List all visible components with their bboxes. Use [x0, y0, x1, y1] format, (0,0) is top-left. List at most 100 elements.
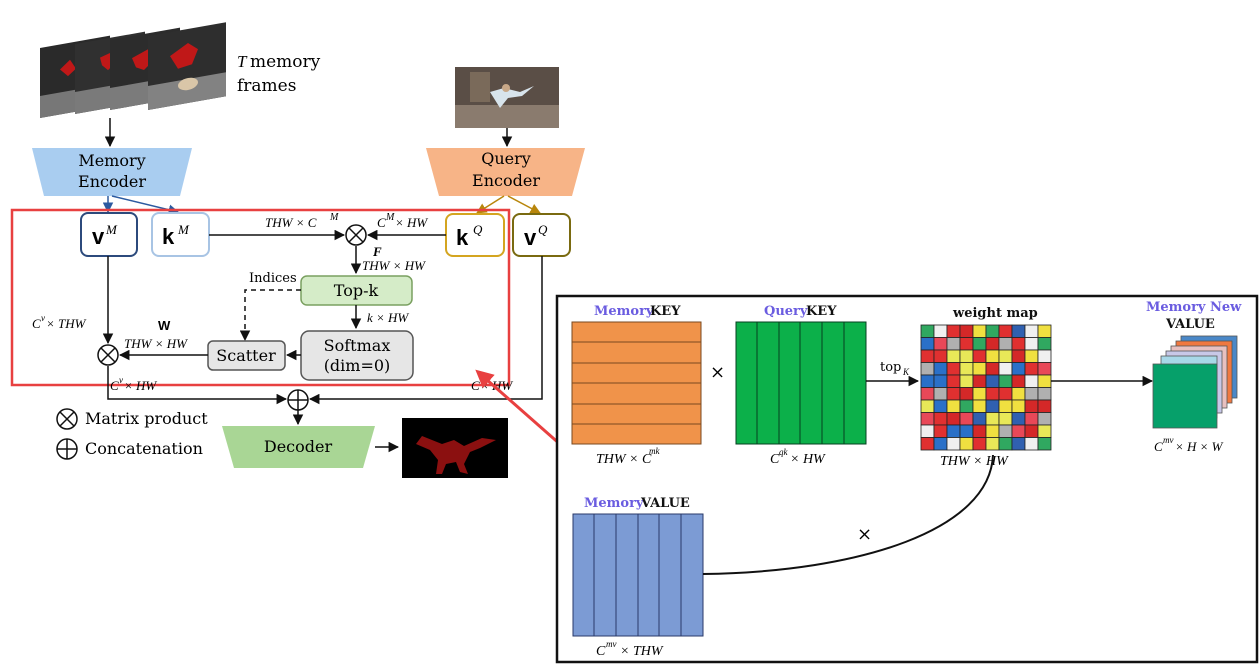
dim-cv-hw-right: C	[471, 378, 480, 393]
w-label: W	[158, 318, 171, 333]
topk-label: top	[880, 360, 901, 375]
weight-map-title: weight map	[952, 306, 1038, 321]
weight-map-cell	[946, 362, 961, 376]
weight-map-cell	[933, 412, 948, 426]
memory-frames-label-frames: frames	[237, 76, 296, 96]
legend-product-label: Matrix product	[85, 409, 208, 428]
dim-cv-thw: C	[32, 316, 41, 331]
dim-cmv-hxw-sup: mv	[1163, 435, 1174, 445]
dim-thw-hw-right: THW × HW	[940, 454, 1009, 469]
weight-map-cell	[998, 437, 1013, 451]
weight-map-cell	[972, 412, 987, 426]
weight-map-cell	[946, 349, 961, 363]
weight-map-cell	[1011, 374, 1026, 388]
weight-map-cell	[972, 374, 987, 388]
weight-map-cell	[972, 387, 987, 401]
dim-thw-cm: THW × C	[265, 215, 317, 230]
weight-map-cell	[1011, 349, 1026, 363]
memory-value-symbol: v	[92, 224, 105, 249]
weight-map-cell	[985, 437, 1000, 451]
dim-thw-cm-sup: M	[329, 212, 339, 223]
weight-map-cell	[946, 399, 961, 413]
decoder-label: Decoder	[264, 437, 333, 456]
dim-k-hw: k × HW	[367, 310, 409, 325]
dim-cm-hw: C	[377, 215, 386, 230]
weight-map-cell	[946, 324, 961, 338]
query-encoder-label-1: Query	[481, 149, 531, 168]
dim-cv-hw-left-sup: v	[119, 375, 123, 385]
dim-cmv-hxw: C	[1154, 439, 1163, 454]
dim-thw-cmk-sup: mk	[649, 446, 660, 456]
weight-map-cell	[1037, 437, 1052, 451]
query-frame-image	[455, 67, 559, 128]
dim-cmv-thw-sup: mv	[606, 639, 617, 649]
memory-key-tensor	[571, 321, 702, 445]
weight-map-cell	[1011, 412, 1026, 426]
memory-value-title-colored: Memory	[584, 496, 644, 511]
weight-map-cell	[998, 362, 1013, 376]
weight-map-cell	[1037, 337, 1052, 351]
weight-map-cell	[946, 412, 961, 426]
query-encoder	[426, 148, 585, 196]
dim-cmv-hxw-rest: × H × W	[1175, 439, 1224, 454]
memory-new-value-stack	[1152, 335, 1238, 429]
weight-map-cell	[1011, 437, 1026, 451]
weight-map-cell	[933, 387, 948, 401]
memory-encoder-label-2: Encoder	[78, 172, 146, 191]
weight-map-cell	[946, 374, 961, 388]
weight-map-cell	[985, 324, 1000, 338]
weight-map-cell	[920, 337, 935, 351]
memory-key-symbol: k	[162, 224, 175, 249]
memory-frames-label-memory: memory	[250, 52, 321, 72]
weight-map-cell	[920, 374, 935, 388]
dim-cm-hw-rest: × HW	[395, 215, 428, 230]
memory-value-box	[80, 212, 138, 257]
memory-encoder	[32, 148, 192, 196]
scatter-label: Scatter	[216, 346, 276, 365]
weight-map-cell	[1037, 324, 1052, 338]
weight-map-cell	[959, 374, 974, 388]
memory-key-title-black: KEY	[650, 304, 681, 319]
memory-key-sup: M	[177, 222, 190, 237]
dim-cv-thw-rest: × THW	[46, 316, 87, 331]
query-key-title-black: KEY	[806, 304, 837, 319]
weight-map-cell	[985, 399, 1000, 413]
weight-map-cell	[1024, 337, 1039, 351]
weight-map-cell	[972, 349, 987, 363]
weight-map-cell	[998, 412, 1013, 426]
weight-map-cell	[933, 399, 948, 413]
softmax-label-2: (dim=0)	[324, 356, 391, 375]
weight-map-cell	[933, 337, 948, 351]
weight-map-cell	[959, 387, 974, 401]
memory-key-title-colored: Memory	[594, 304, 654, 319]
query-key-title-colored: Query	[764, 304, 808, 319]
weight-map-cell	[933, 349, 948, 363]
weight-map-cell	[1024, 324, 1039, 338]
weight-map-cell	[946, 387, 961, 401]
dim-cmv-thw: C	[596, 644, 606, 659]
weight-map-cell	[1011, 387, 1026, 401]
query-value-symbol: v	[524, 225, 537, 250]
weight-map-grid	[920, 324, 1052, 451]
memory-value-sup: M	[105, 222, 118, 237]
legend-concat-label: Concatenation	[85, 439, 203, 458]
query-key-tensor	[735, 321, 867, 445]
dim-cqk-hw: C	[770, 452, 780, 467]
weight-map-cell	[1024, 424, 1039, 438]
weight-map-cell	[1037, 349, 1052, 363]
weight-map-cell	[920, 437, 935, 451]
weight-map-cell	[959, 337, 974, 351]
weight-map-cell	[1037, 387, 1052, 401]
weight-map-cell	[920, 324, 935, 338]
weight-map-cell	[998, 387, 1013, 401]
weight-map-cell	[920, 412, 935, 426]
dim-cmv-thw-rest: × THW	[620, 644, 664, 659]
weight-map-cell	[972, 424, 987, 438]
weight-map-cell	[959, 362, 974, 376]
f-label: F	[372, 244, 382, 259]
times-sign-1: ×	[710, 362, 725, 383]
times-sign-2: ×	[857, 524, 872, 545]
weight-map-cell	[1037, 399, 1052, 413]
weight-map-cell	[1011, 424, 1026, 438]
